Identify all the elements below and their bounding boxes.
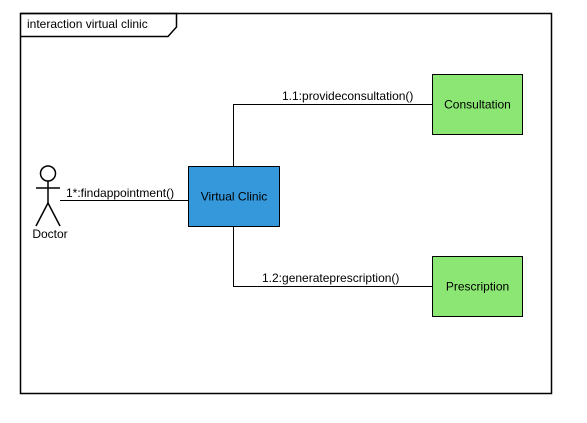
prescription-node [432, 256, 523, 317]
message-provide-consultation: 1.1:provideconsultation() [282, 89, 413, 103]
message-find-appointment: 1*:findappointment() [66, 186, 174, 200]
actor-right-leg [47, 202, 61, 227]
frame-title: interaction virtual clinic [27, 17, 148, 31]
actor-label: Doctor [32, 227, 67, 241]
actor-head [39, 165, 57, 182]
actor-left-leg [35, 202, 49, 227]
virtual-clinic-label: Virtual Clinic [201, 190, 267, 204]
prescription-label: Prescription [446, 280, 509, 294]
generate-connector [233, 227, 432, 287]
consultation-node [432, 74, 523, 135]
interaction-frame [19, 12, 553, 395]
provide-connector [233, 104, 432, 166]
consultation-label: Consultation [444, 98, 511, 112]
doctor-actor [35, 165, 61, 227]
virtual-clinic-node [188, 166, 280, 227]
message-generate-prescription: 1.2:generateprescription() [262, 271, 399, 285]
frame-title-tab [20, 12, 178, 38]
